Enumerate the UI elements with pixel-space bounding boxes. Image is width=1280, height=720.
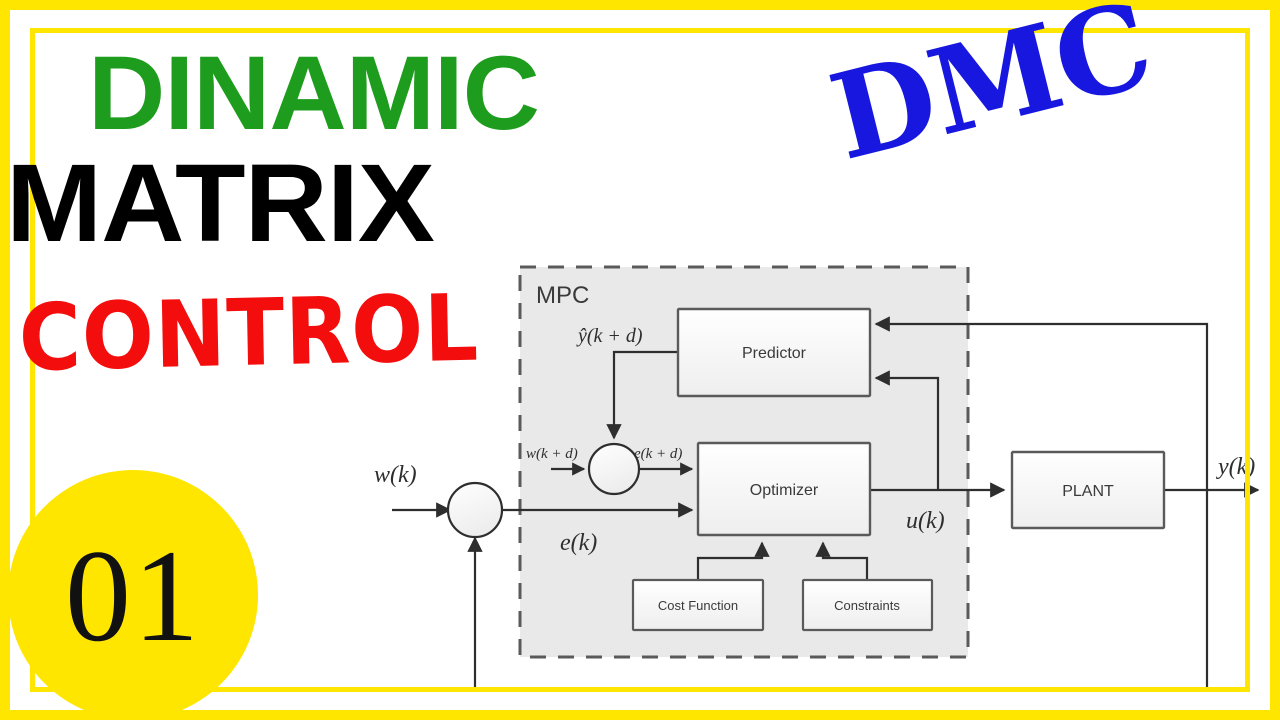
- wire-y-to-predictor: [874, 316, 1209, 490]
- block-predictor-label: Predictor: [742, 345, 807, 362]
- block-optimizer[interactable]: Optimizer: [696, 441, 872, 537]
- wire-cost-to-optimizer: [696, 541, 770, 580]
- wire-predicted-output: [606, 350, 678, 440]
- mpc-container-label: MPC: [536, 282, 589, 309]
- inner-border: [30, 28, 1250, 692]
- block-constraints[interactable]: Constraints: [801, 578, 934, 632]
- block-plant[interactable]: PLANT: [1010, 450, 1166, 530]
- wire-constraints-to-optimizer: [815, 541, 869, 580]
- inner-summing-node: [587, 442, 641, 496]
- signal-label-reference: w(k): [374, 462, 417, 488]
- block-plant-label: PLANT: [1062, 483, 1114, 500]
- title-line-dinamic: DINAMIC: [88, 35, 540, 152]
- block-constraints-label: Constraints: [834, 598, 900, 613]
- signal-label-control-input: u(k): [906, 508, 945, 534]
- signal-label-future-error: e(k + d): [634, 446, 682, 462]
- signal-label-predicted-output: ŷ(k + d): [576, 325, 643, 347]
- signal-label-future-reference: w(k + d): [526, 446, 578, 462]
- title-line-control: CONTROL: [17, 274, 480, 392]
- signal-label-error: e(k): [560, 530, 597, 556]
- title-line-matrix: MATRIX: [6, 142, 435, 265]
- outer-summing-node: [446, 481, 504, 539]
- wire-u-to-predictor: [874, 370, 940, 490]
- block-cost-function[interactable]: Cost Function: [631, 578, 765, 632]
- block-optimizer-label: Optimizer: [750, 482, 819, 499]
- episode-badge-number: 01: [65, 521, 201, 669]
- block-cost-function-label: Cost Function: [658, 598, 738, 613]
- episode-badge-circle: [8, 470, 258, 720]
- block-predictor[interactable]: Predictor: [676, 307, 872, 398]
